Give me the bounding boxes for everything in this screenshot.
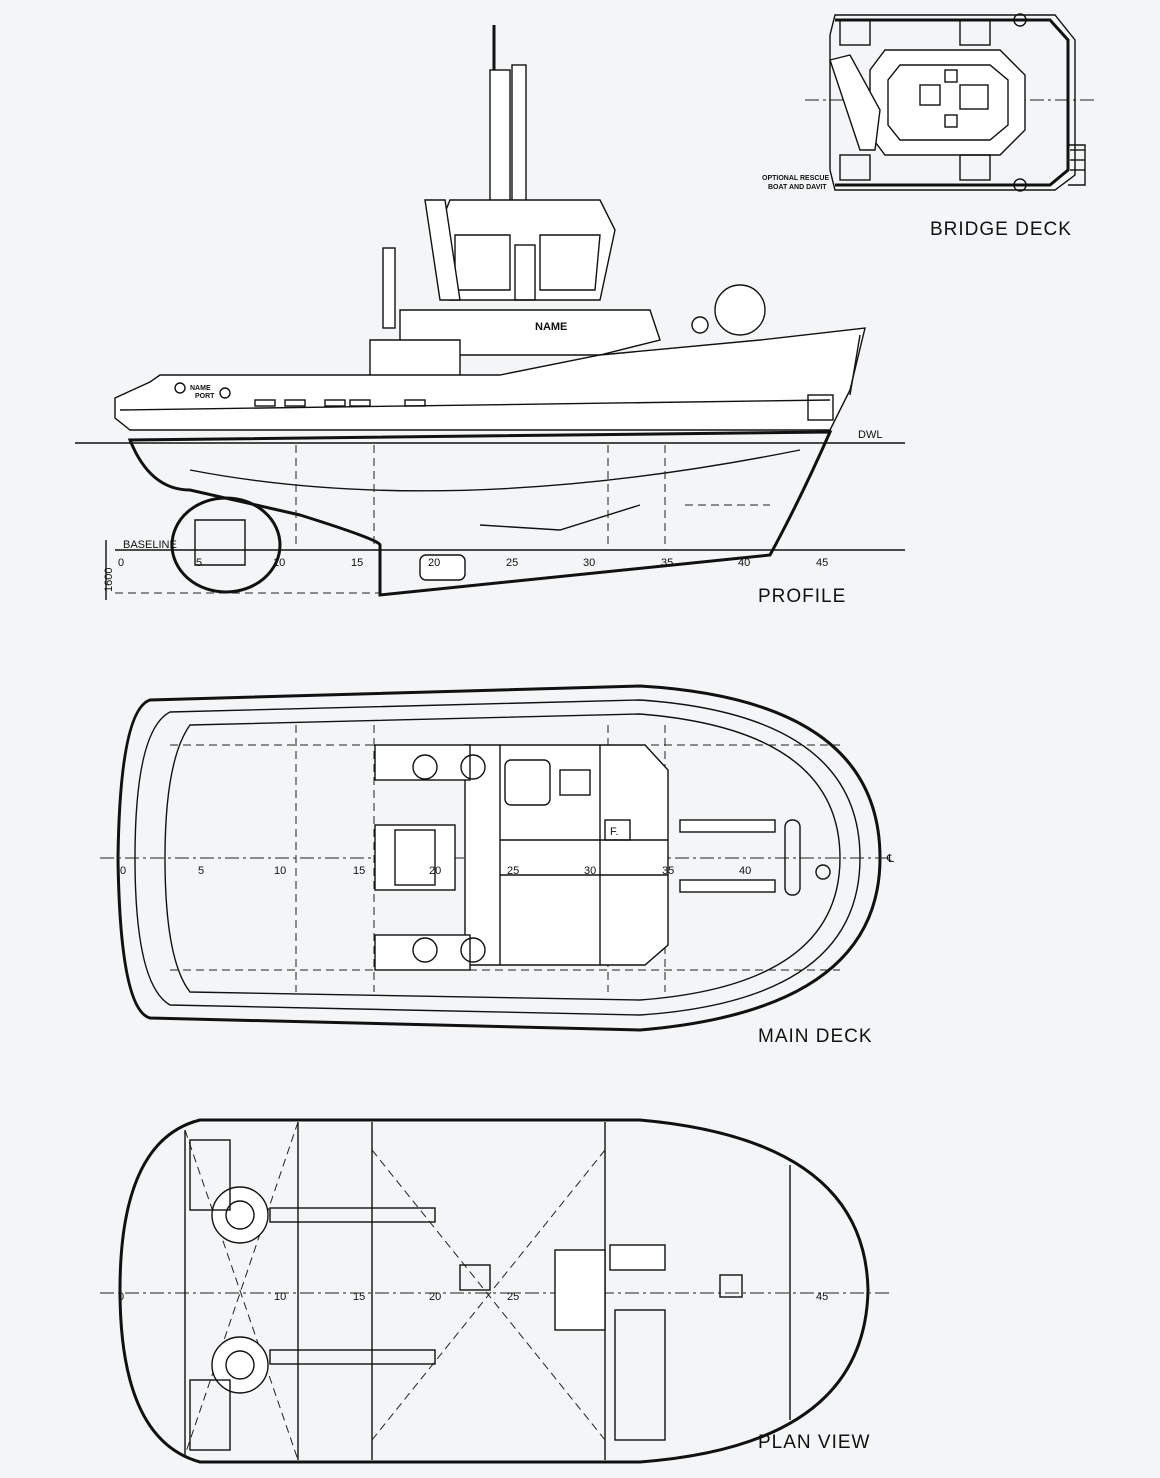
profile-view: NAME NAME PORT BASELINE [75,25,905,607]
bridge-deck-title: BRIDGE DECK [930,219,1072,240]
main-deck-title: MAIN DECK [758,1026,873,1047]
frame-label: 15 [353,865,365,877]
frame-label: 20 [429,1291,441,1303]
baseline-label: BASELINE [123,539,177,551]
bow-name-label: NAME [190,385,211,392]
frame-label: 5 [198,865,204,877]
frame-label: 20 [428,557,440,569]
port-label: PORT [195,393,215,400]
frame-label: 5 [196,557,202,569]
profile-frame-numbers: 0 5 10 15 20 25 30 35 40 45 [118,557,828,569]
frame-label: 20 [429,865,441,877]
frame-label: 30 [583,557,595,569]
frame-label: 30 [584,865,596,877]
frame-label: 10 [273,557,285,569]
plan-view-title: PLAN VIEW [758,1432,870,1453]
main-deck-frame-numbers: 0 5 10 15 20 25 30 35 40 [120,865,751,877]
house-name-label: NAME [535,321,567,333]
centerline-symbol: ℄ [886,853,894,865]
profile-title: PROFILE [758,586,846,607]
main-deck-view: F. ℄ 0 5 10 15 20 25 30 35 40 MAIN DECK [100,684,894,1047]
frame-label: 40 [738,557,750,569]
frame-label: 35 [661,557,673,569]
frame-label: 40 [739,865,751,877]
frame-label: 25 [506,557,518,569]
frame-label: 35 [662,865,674,877]
dwl-label: DWL [858,429,882,441]
rescue-boat-note: OPTIONAL RESCUE [762,175,829,182]
frame-label: 45 [816,1291,828,1303]
frame-label: 0 [118,557,124,569]
frame-label: 0 [118,1291,124,1303]
rescue-boat-note-line2: BOAT AND DAVIT [768,184,827,191]
frame-label: 0 [120,865,126,877]
fridge-label: F. [610,826,619,838]
frame-label: 15 [351,557,363,569]
frame-label: 10 [274,1291,286,1303]
plan-view: 0 10 15 20 25 45 PLAN VIEW [100,1118,890,1464]
frame-label: 25 [507,865,519,877]
frame-label: 10 [274,865,286,877]
frame-label: 45 [816,557,828,569]
frame-label: 15 [353,1291,365,1303]
bridge-deck-view: OPTIONAL RESCUE BOAT AND DAVIT BRIDGE DE… [762,13,1095,240]
frame-label: 25 [507,1291,519,1303]
dimension-1600: 1600 [103,568,115,592]
